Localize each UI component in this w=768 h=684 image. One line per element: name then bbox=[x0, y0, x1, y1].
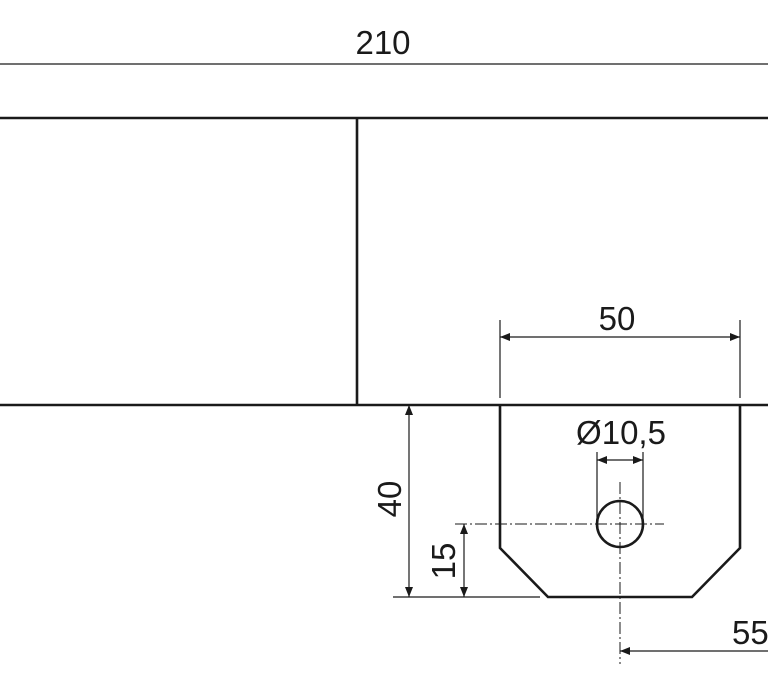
overall-width-label: 210 bbox=[355, 24, 410, 61]
plate-width-label: 50 bbox=[599, 300, 636, 337]
height-label: 40 bbox=[371, 481, 408, 518]
hole-height-label: 15 bbox=[425, 543, 462, 580]
hole-diameter-label: Ø10,5 bbox=[576, 414, 666, 451]
offset-label: 55 bbox=[732, 614, 768, 651]
